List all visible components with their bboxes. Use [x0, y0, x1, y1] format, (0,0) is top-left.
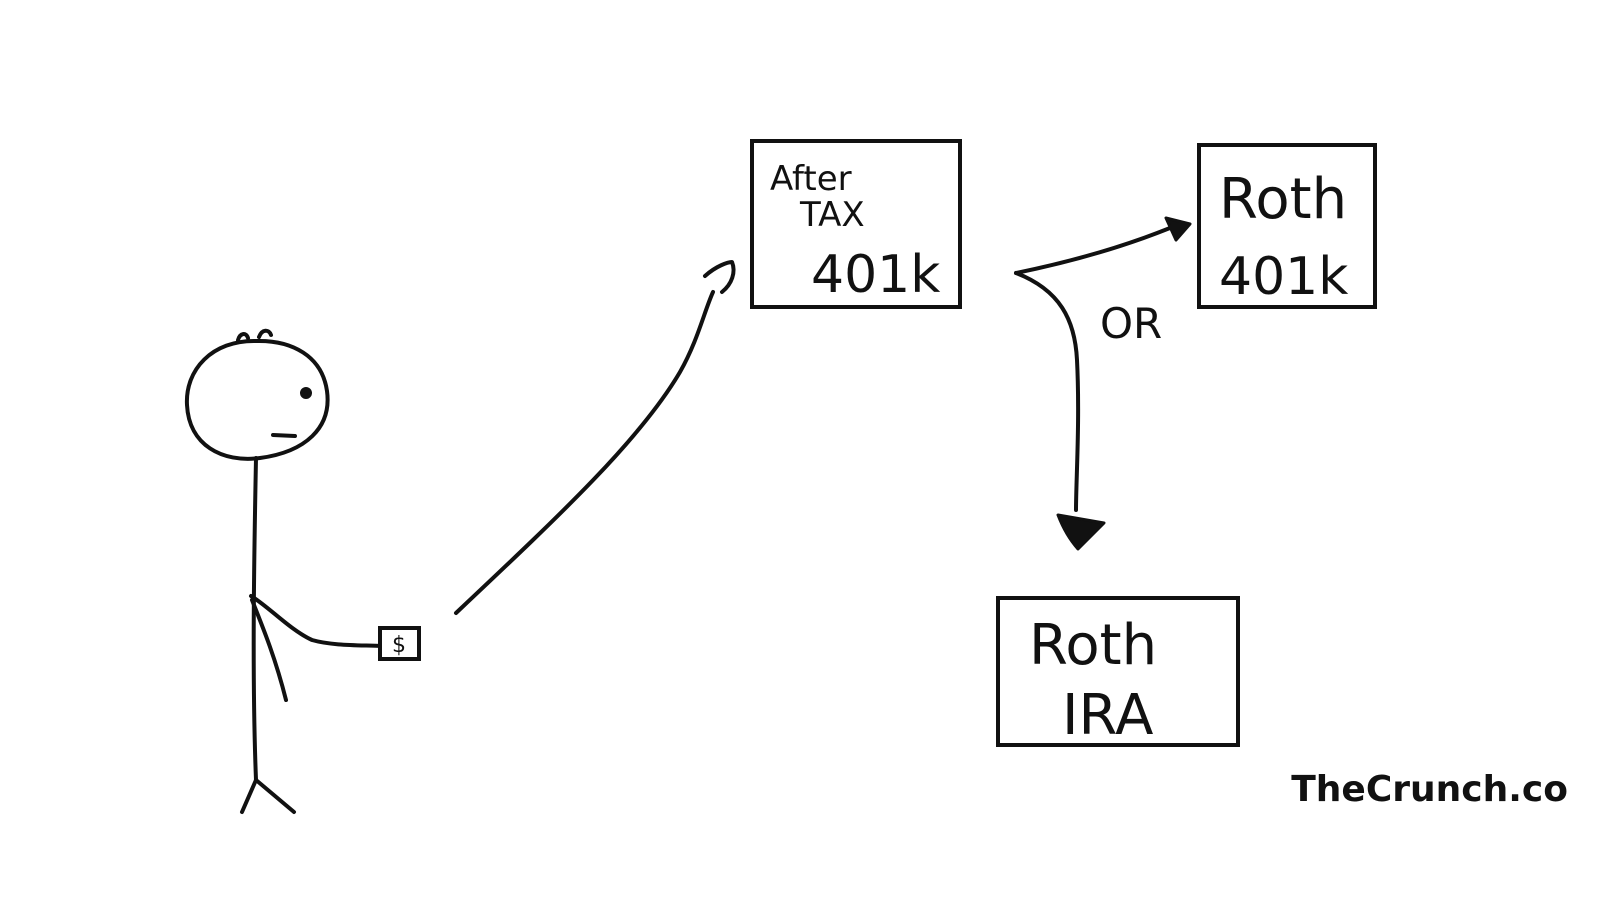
arrow-to-roth-ira: [1014, 271, 1081, 512]
box-after-tax-line2: TAX: [799, 195, 865, 235]
branch-label-or: OR: [1100, 299, 1162, 348]
box-after-tax-401k: After TAX 401k: [750, 139, 962, 309]
watermark-thecrunch: TheCrunch.co: [1291, 769, 1568, 810]
figure-eye: [300, 387, 312, 399]
figure-body: [251, 456, 258, 782]
box-roth-401k-line1: Roth: [1219, 167, 1347, 232]
money-symbol: $: [392, 633, 406, 658]
money-bill: $: [378, 626, 421, 661]
box-roth-401k-line2: 401k: [1219, 247, 1348, 307]
arrowhead-icon: [703, 260, 736, 294]
arrowhead-icon: [1164, 216, 1192, 242]
arrowhead-icon: [1056, 513, 1106, 551]
box-after-tax-401k-border: [750, 139, 962, 309]
figure-leg-left: [240, 778, 258, 814]
figure-arm-hanging: [250, 598, 288, 702]
box-roth-401k: Roth 401k: [1197, 143, 1377, 309]
box-roth-ira: Roth IRA: [996, 596, 1240, 748]
branch-arrows: [1014, 226, 1172, 512]
arrow-to-roth-401k: [1014, 226, 1172, 275]
box-roth-401k-border: [1197, 143, 1377, 309]
figure-hair: [257, 328, 273, 339]
box-roth-ira-line1: Roth: [1029, 613, 1157, 678]
arrow-line: [454, 290, 715, 615]
figure-mouth: [271, 433, 297, 438]
money-bill-border: [378, 626, 421, 661]
stick-figure: [184, 328, 384, 814]
figure-arm-extended: [249, 594, 384, 648]
box-roth-ira-border: [996, 596, 1240, 747]
box-after-tax-line3: 401k: [811, 245, 940, 305]
figure-head: [184, 338, 330, 461]
figure-hair: [236, 332, 250, 342]
box-after-tax-line1: After: [770, 159, 852, 199]
figure-leg-right: [254, 778, 296, 814]
arrow-to-after-tax: [454, 260, 736, 615]
box-roth-ira-line2: IRA: [1062, 683, 1153, 748]
